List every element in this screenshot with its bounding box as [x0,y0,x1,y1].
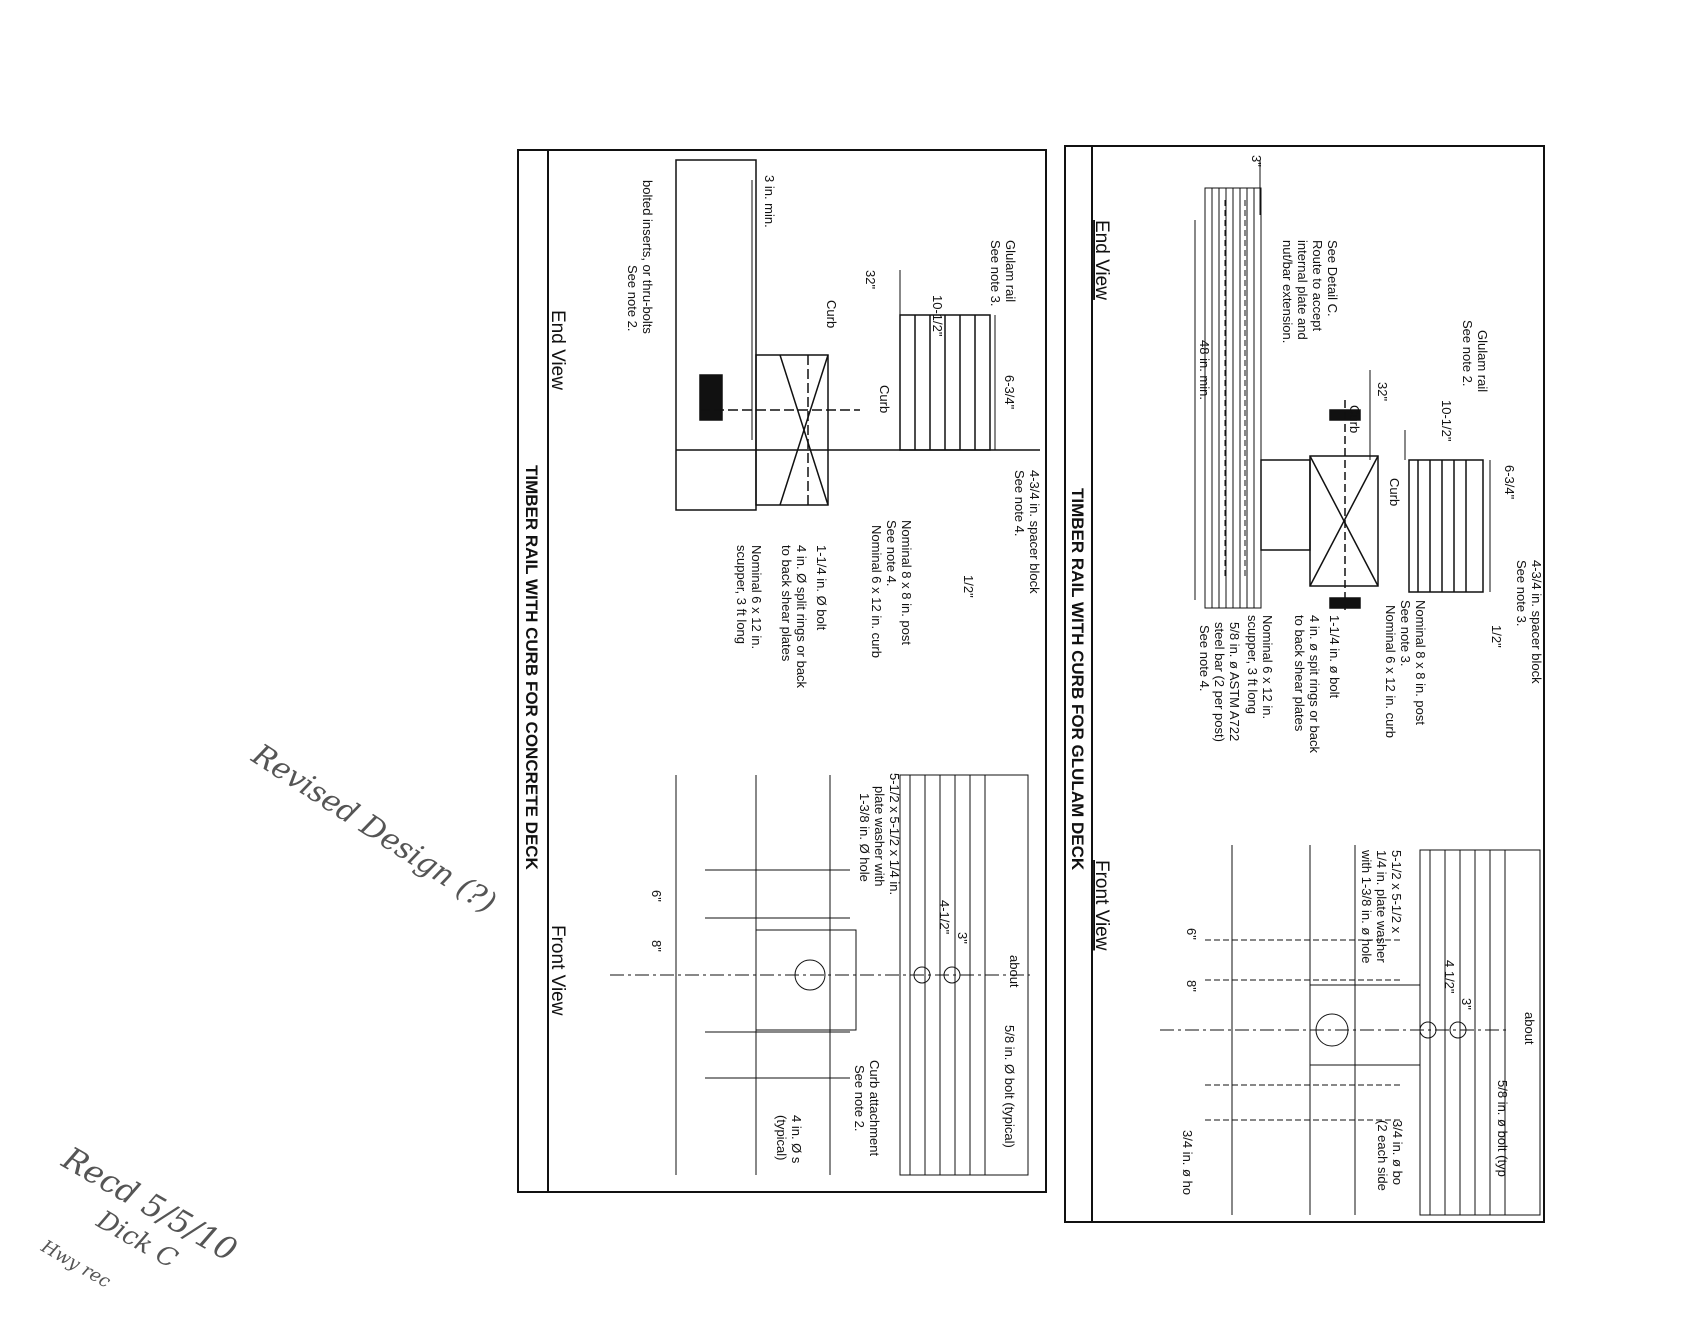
label-post-2: Nominal 8 x 8 in. post [899,520,914,645]
label-steel-bar-qty: steel bar (2 per post) [1212,622,1227,742]
dim-48in-min: 48 in. min. [1197,340,1212,400]
label-shear-plates: to back shear plates [1292,615,1307,732]
label-internal-plate: internal plate and [1295,240,1310,340]
label-split-rings: 4 in. ø spit rings or back [1307,615,1322,753]
label-bolt-2: 1-1/4 in. Ø bolt [814,545,829,631]
label-bolted-inserts: bolted inserts, or thru-bolts [640,180,655,334]
dim-32in: 32" [1375,382,1390,401]
title-band [1064,145,1093,1223]
label-shear-plates-2: to back shear plates [779,545,794,662]
front-bolt-3-4-a: 3/4 in. ø bo [1390,1120,1405,1185]
front-about-2: about [1007,955,1022,988]
handwritten-margin-note: Revised Design (?) [245,737,502,921]
front-split-ring-note: (typical) [774,1115,789,1161]
front-about: about [1522,1012,1537,1045]
glulam-rail [1408,459,1484,593]
label-split-rings-2: 4 in. Ø split rings or back [794,545,809,689]
label-scupper: Nominal 6 x 12 in. [1260,615,1275,719]
dim-10-1-2-2: 10-1/2" [930,295,945,337]
front-dim-4-1-2-2: 4-1/2" [937,900,952,935]
label-scupper-2: Nominal 6 x 12 in. [749,545,764,649]
label-post-note: See note 3. [1398,600,1413,667]
label-bolt-1-1-4: 1-1/4 in. ø bolt [1327,615,1342,698]
sheet-concrete-deck: TIMBER RAIL WITH CURB FOR CONCRETE DECK … [517,149,1047,1193]
label-post-note-2: See note 4. [884,520,899,587]
label-spacer-note: See note 3. [1514,560,1529,627]
front-view-label: Front View [1091,860,1112,951]
end-view-label-2: End View [547,310,568,390]
label-curb-b-2: Curb [877,385,892,413]
front-split-ring: 4 in. Ø s [789,1115,804,1164]
label-curb-6x12: Nominal 6 x 12 in. curb [1383,605,1398,738]
dim-6-3-4: 6-3/4" [1502,465,1517,500]
front-washer-2: 1/4 in. plate washer [1374,850,1389,963]
front-view-geometry-2 [610,774,1030,1176]
label-glulam-rail-2: Glulam rail [1003,240,1018,302]
dim-1-2: 1/2" [1489,625,1504,648]
dim-6-3-4-2: 6-3/4" [1002,375,1017,410]
dim-1-2-2: 1/2" [961,575,976,598]
dim-3in: 3" [1249,155,1264,167]
dimension-lines [1194,160,1491,600]
label-spacer-2: 4-3/4 in. spacer block [1027,470,1042,594]
label-steel-bar-note: See note 4. [1197,625,1212,692]
label-curb-b: Curb [1387,478,1402,506]
front-dim-3: 3" [1459,998,1474,1010]
label-nut-bar: nut/bar extension. [1280,240,1295,343]
label-spacer-note-2: See note 4. [1012,470,1027,537]
front-bolt-5-8: 5/8 in. ø bolt (typ [1495,1080,1510,1177]
front-washer-1: 5-1/2 x 5-1/2 x [1389,850,1404,934]
front-dim-8-2: 8" [649,940,664,952]
label-curb-a-2: Curb [824,300,839,328]
label-spacer-block: 4-3/4 in. spacer block [1529,560,1544,684]
label-bolted-inserts-note: See note 2. [625,265,640,332]
front-view-label-2: Front View [547,925,568,1016]
sheet-border-2 [517,149,1047,1193]
rail-post [1260,400,1379,610]
front-dim-8: 8" [1184,980,1199,992]
sheet-title-2: TIMBER RAIL WITH CURB FOR CONCRETE DECK [522,465,541,871]
concrete-deck-end [675,159,1040,511]
front-curb-attach: Curb attachment [867,1060,882,1156]
label-glulam-rail: Glulam rail [1475,330,1490,392]
dim-10-1-2: 10-1/2" [1439,400,1454,442]
label-curb-6x12-2: Nominal 6 x 12 in. curb [869,525,884,658]
label-curb-a: Curb [1347,405,1362,433]
handwritten-office-note: Hwy rec [37,1236,114,1293]
front-bolt-3-4-a-note: (2 each side [1375,1120,1390,1191]
dimension-lines-2 [751,180,996,450]
front-washer-2-2: plate washer with [872,786,887,886]
label-steel-bar: 5/8 in. ø ASTM A722 [1227,622,1242,741]
front-curb-attach-note: See note 2. [852,1065,867,1132]
front-washer-3-2: 1-3/8 in. Ø hole [857,793,872,882]
front-bolt-5-8-2: 5/8 in. Ø bolt (typical) [1002,1025,1017,1148]
front-dim-6: 6" [1184,928,1199,940]
sheet-glulam-deck: TIMBER RAIL WITH CURB FOR GLULAM DECK En… [1064,145,1545,1223]
front-bolt-3-4-b: 3/4 in. ø ho [1180,1130,1195,1195]
label-scupper-length-2: scupper, 3 ft long [734,545,749,644]
front-dim-6-2: 6" [649,890,664,902]
dim-32in-2: 32" [863,270,878,289]
front-washer-1-2: 5-1/2 x 5-1/2 x 1/4 in. [887,773,902,895]
sheet-title: TIMBER RAIL WITH CURB FOR GLULAM DECK [1068,488,1087,871]
label-3in-min: 3 in. min. [762,175,777,228]
label-see-detail: See Detail C. [1325,240,1340,317]
label-post: Nominal 8 x 8 in. post [1413,600,1428,725]
label-glulam-rail-note: See note 2. [1460,320,1475,387]
title-band-2 [517,149,549,1193]
label-glulam-rail-note-2: See note 3. [988,240,1003,307]
end-view-label: End View [1091,220,1112,300]
label-route: Route to accept [1310,240,1325,331]
label-scupper-length: scupper, 3 ft long [1245,615,1260,714]
glulam-deck [1204,187,1262,609]
front-view-geometry [1160,845,1541,1216]
front-washer-3: with 1-3/8 in. ø hole [1359,849,1374,963]
front-dim-3-2: 3" [955,932,970,944]
front-dim-4-1-2: 4 1/2" [1442,960,1457,994]
